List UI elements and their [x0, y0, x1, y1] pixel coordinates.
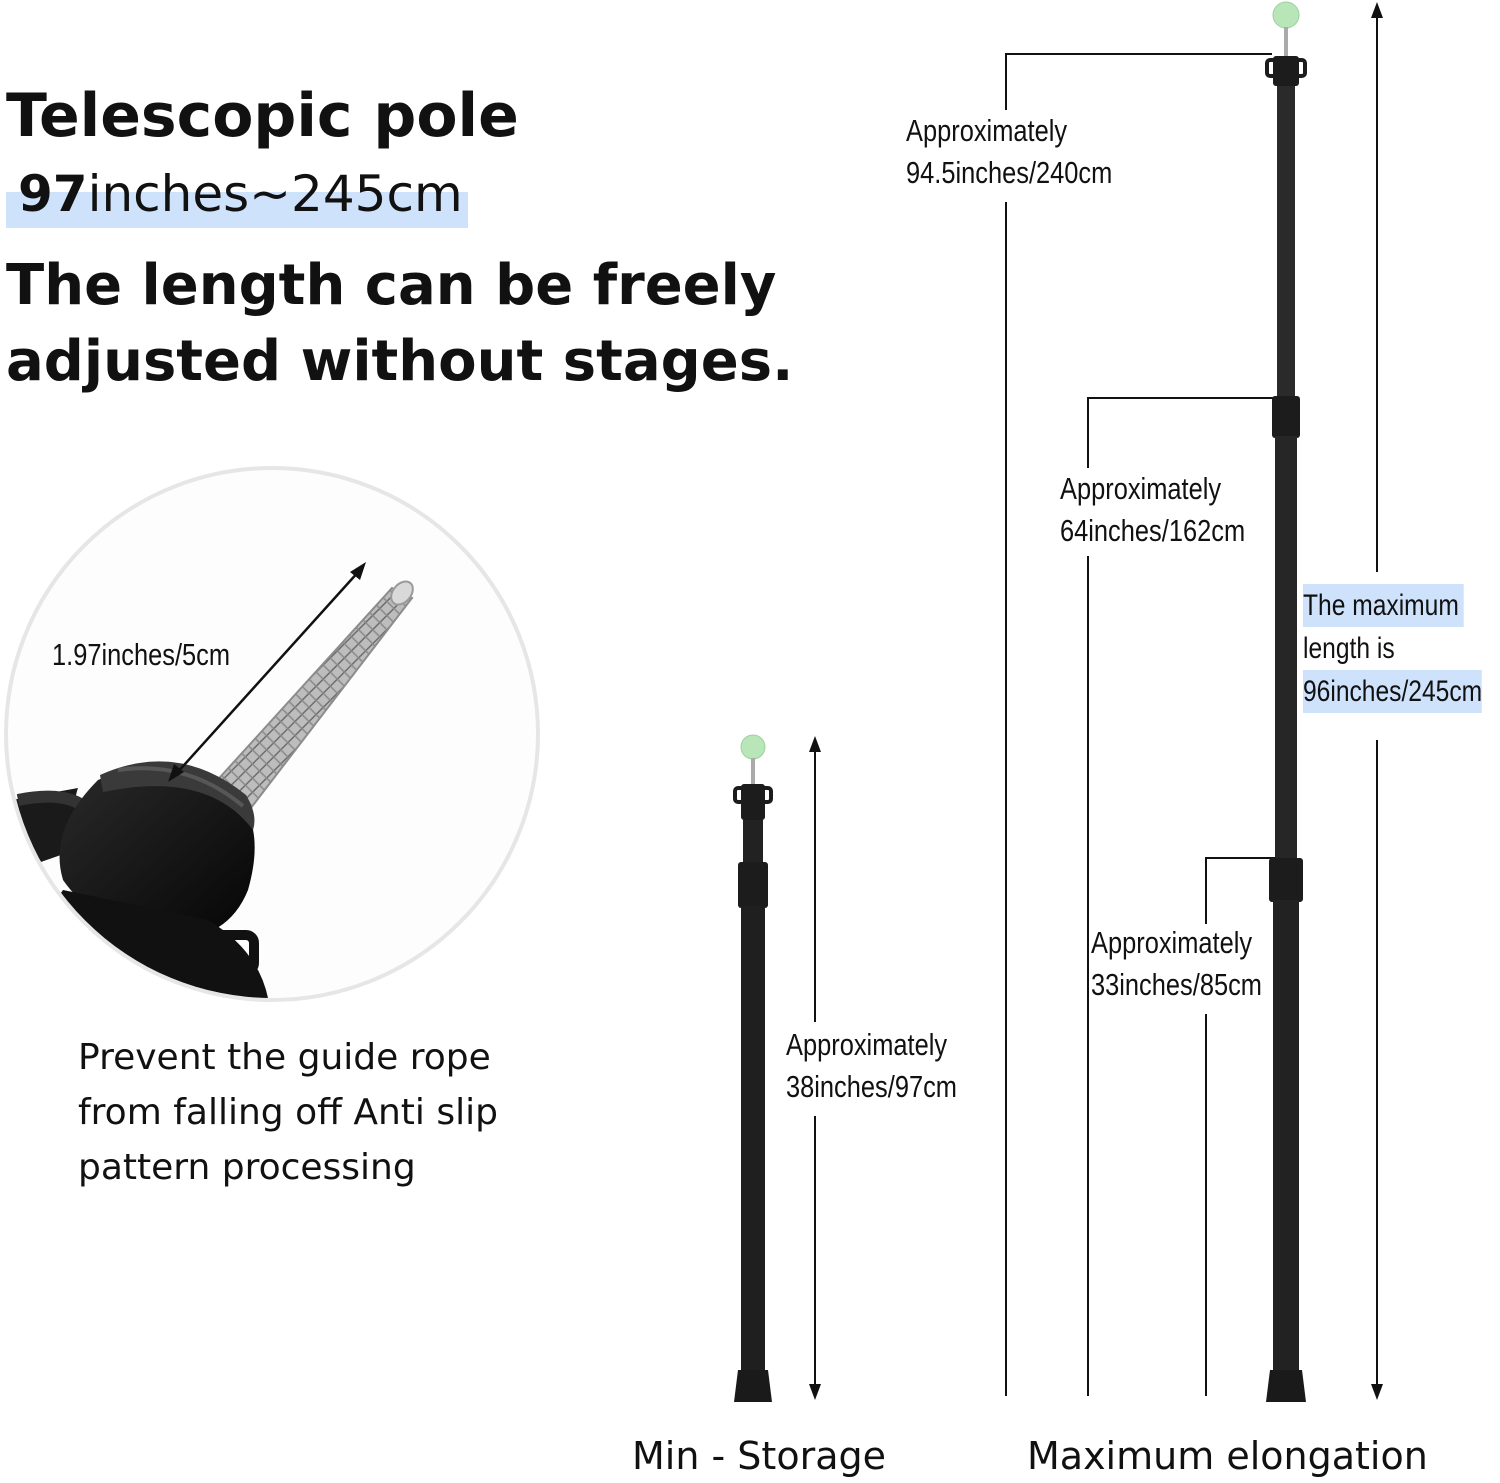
subtitle: The length can be freely adjusted withou… [6, 253, 794, 394]
measurement-arrow [168, 562, 366, 782]
closeup-illustration [12, 562, 414, 998]
max-elongation-label: Maximum elongation [1027, 1434, 1428, 1478]
min-pole [733, 734, 773, 1402]
range-unit-text: inches~245cm [87, 165, 463, 223]
detail-caption: Prevent the guide rope from falling off … [78, 1037, 498, 1188]
min-storage-label: Min - Storage [632, 1434, 886, 1478]
range-highlight [6, 192, 468, 228]
stage1-length-label: Approximately 94.5inches/240cm [906, 113, 1113, 190]
detail-closeup: 1.97inches/5cm [4, 466, 540, 1002]
min-length-label: Approximately 38inches/97cm [786, 1027, 957, 1104]
length-range: 97inches~245cm [6, 162, 468, 228]
stage2-length-label: Approximately 64inches/162cm [1060, 471, 1246, 548]
max-length-label: The maximum length is 96inches/245cm [1303, 584, 1483, 713]
pin-length-label: 1.97inches/5cm [52, 637, 231, 672]
max-pole [1265, 1, 1307, 1402]
stage1-bracket [1005, 53, 1272, 1396]
min-length-arrow [809, 736, 821, 1400]
stage3-length-label: Approximately 33inches/85cm [1091, 925, 1262, 1002]
stage3-bracket [1205, 857, 1276, 1396]
page-title: Telescopic pole [6, 81, 519, 151]
range-number: 97 [18, 165, 88, 223]
stage2-bracket [1087, 397, 1276, 1396]
max-length-arrow [1371, 2, 1383, 1400]
